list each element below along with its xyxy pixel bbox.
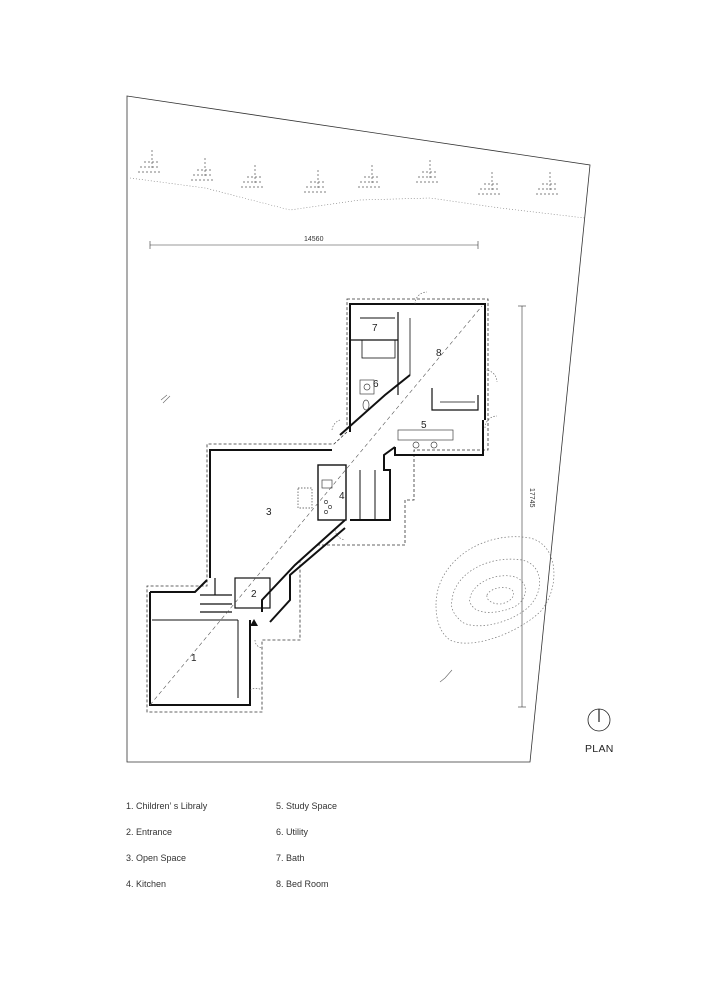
room-number-6: 6 [373,379,379,390]
door-swing [249,688,263,691]
door-swing [334,529,346,541]
tree-symbol [304,170,328,193]
door-swing [254,639,263,649]
door-swings [249,291,498,691]
wall [209,449,332,578]
entrance-marker [250,619,258,626]
contour-line [486,587,514,605]
fixtures [297,379,454,514]
legend-item: 8. Bed Room [276,879,329,889]
contour-line [435,536,555,644]
wall [394,420,484,456]
legend-item: 6. Utility [276,827,309,837]
stove-burner [324,510,328,514]
plan-label: PLAN [585,743,614,755]
grass-mark [439,669,453,683]
legend-item: 7. Bath [276,853,305,863]
door-swing [484,369,498,383]
wall [349,303,486,432]
contour-lines [435,536,555,644]
tree-symbols [138,150,560,195]
dining-table [297,487,313,509]
stool [430,441,438,449]
legend-item: 2. Entrance [126,827,173,837]
grass-marks [160,394,453,683]
washing-drum [363,383,371,391]
wall [149,592,251,706]
wall [150,579,208,593]
tree-symbol [416,160,440,183]
room-number-5: 5 [421,420,427,431]
room-number-3: 3 [266,507,272,518]
building-walls [149,303,486,706]
entrance-walls [200,577,271,613]
sink [321,479,333,489]
wall [261,519,346,612]
tree-symbol [241,165,265,188]
wall [431,388,479,411]
tree-symbol [191,158,215,181]
room-number-1: 1 [191,653,197,664]
room-number-2: 2 [251,589,257,600]
width-dimension [149,241,479,249]
room-number-7: 7 [372,323,378,334]
wall [234,577,271,609]
grass-mark [160,394,171,404]
door-swing [331,419,341,431]
north-arrow-icon [587,708,611,732]
wall [361,339,396,359]
legend-item: 3. Open Space [126,853,187,863]
stove-burner [324,500,328,504]
tree-symbol [138,150,162,173]
contour-line [469,575,526,613]
wall [350,446,396,521]
wall [317,464,347,521]
legend-item: 5. Study Space [276,801,338,811]
site-boundary [126,95,591,763]
washing-machine [359,379,375,395]
building-footprint-dashed [146,298,489,713]
wall [269,527,346,623]
room-number-8: 8 [436,348,442,359]
stool [412,441,420,449]
stove-burner [328,505,332,509]
room-number-4: 4 [339,491,345,502]
legend-item: 4. Kitchen [126,879,167,889]
door-swing [484,415,498,429]
door-swing [414,291,428,305]
width-dimension-label: 14560 [304,236,324,243]
depth-dimension [518,305,526,708]
diagonal-axis [149,305,483,706]
legend-item: 1. Children’ s Libraly [126,801,208,811]
toilet [362,399,370,411]
tree-symbol [536,172,560,195]
depth-dimension-label: 17745 [528,488,535,508]
tree-symbol [358,165,382,188]
tree-line [129,177,586,219]
contour-line [451,558,540,627]
tree-symbol [478,172,502,195]
wall [339,374,411,436]
study-desk [397,429,454,441]
